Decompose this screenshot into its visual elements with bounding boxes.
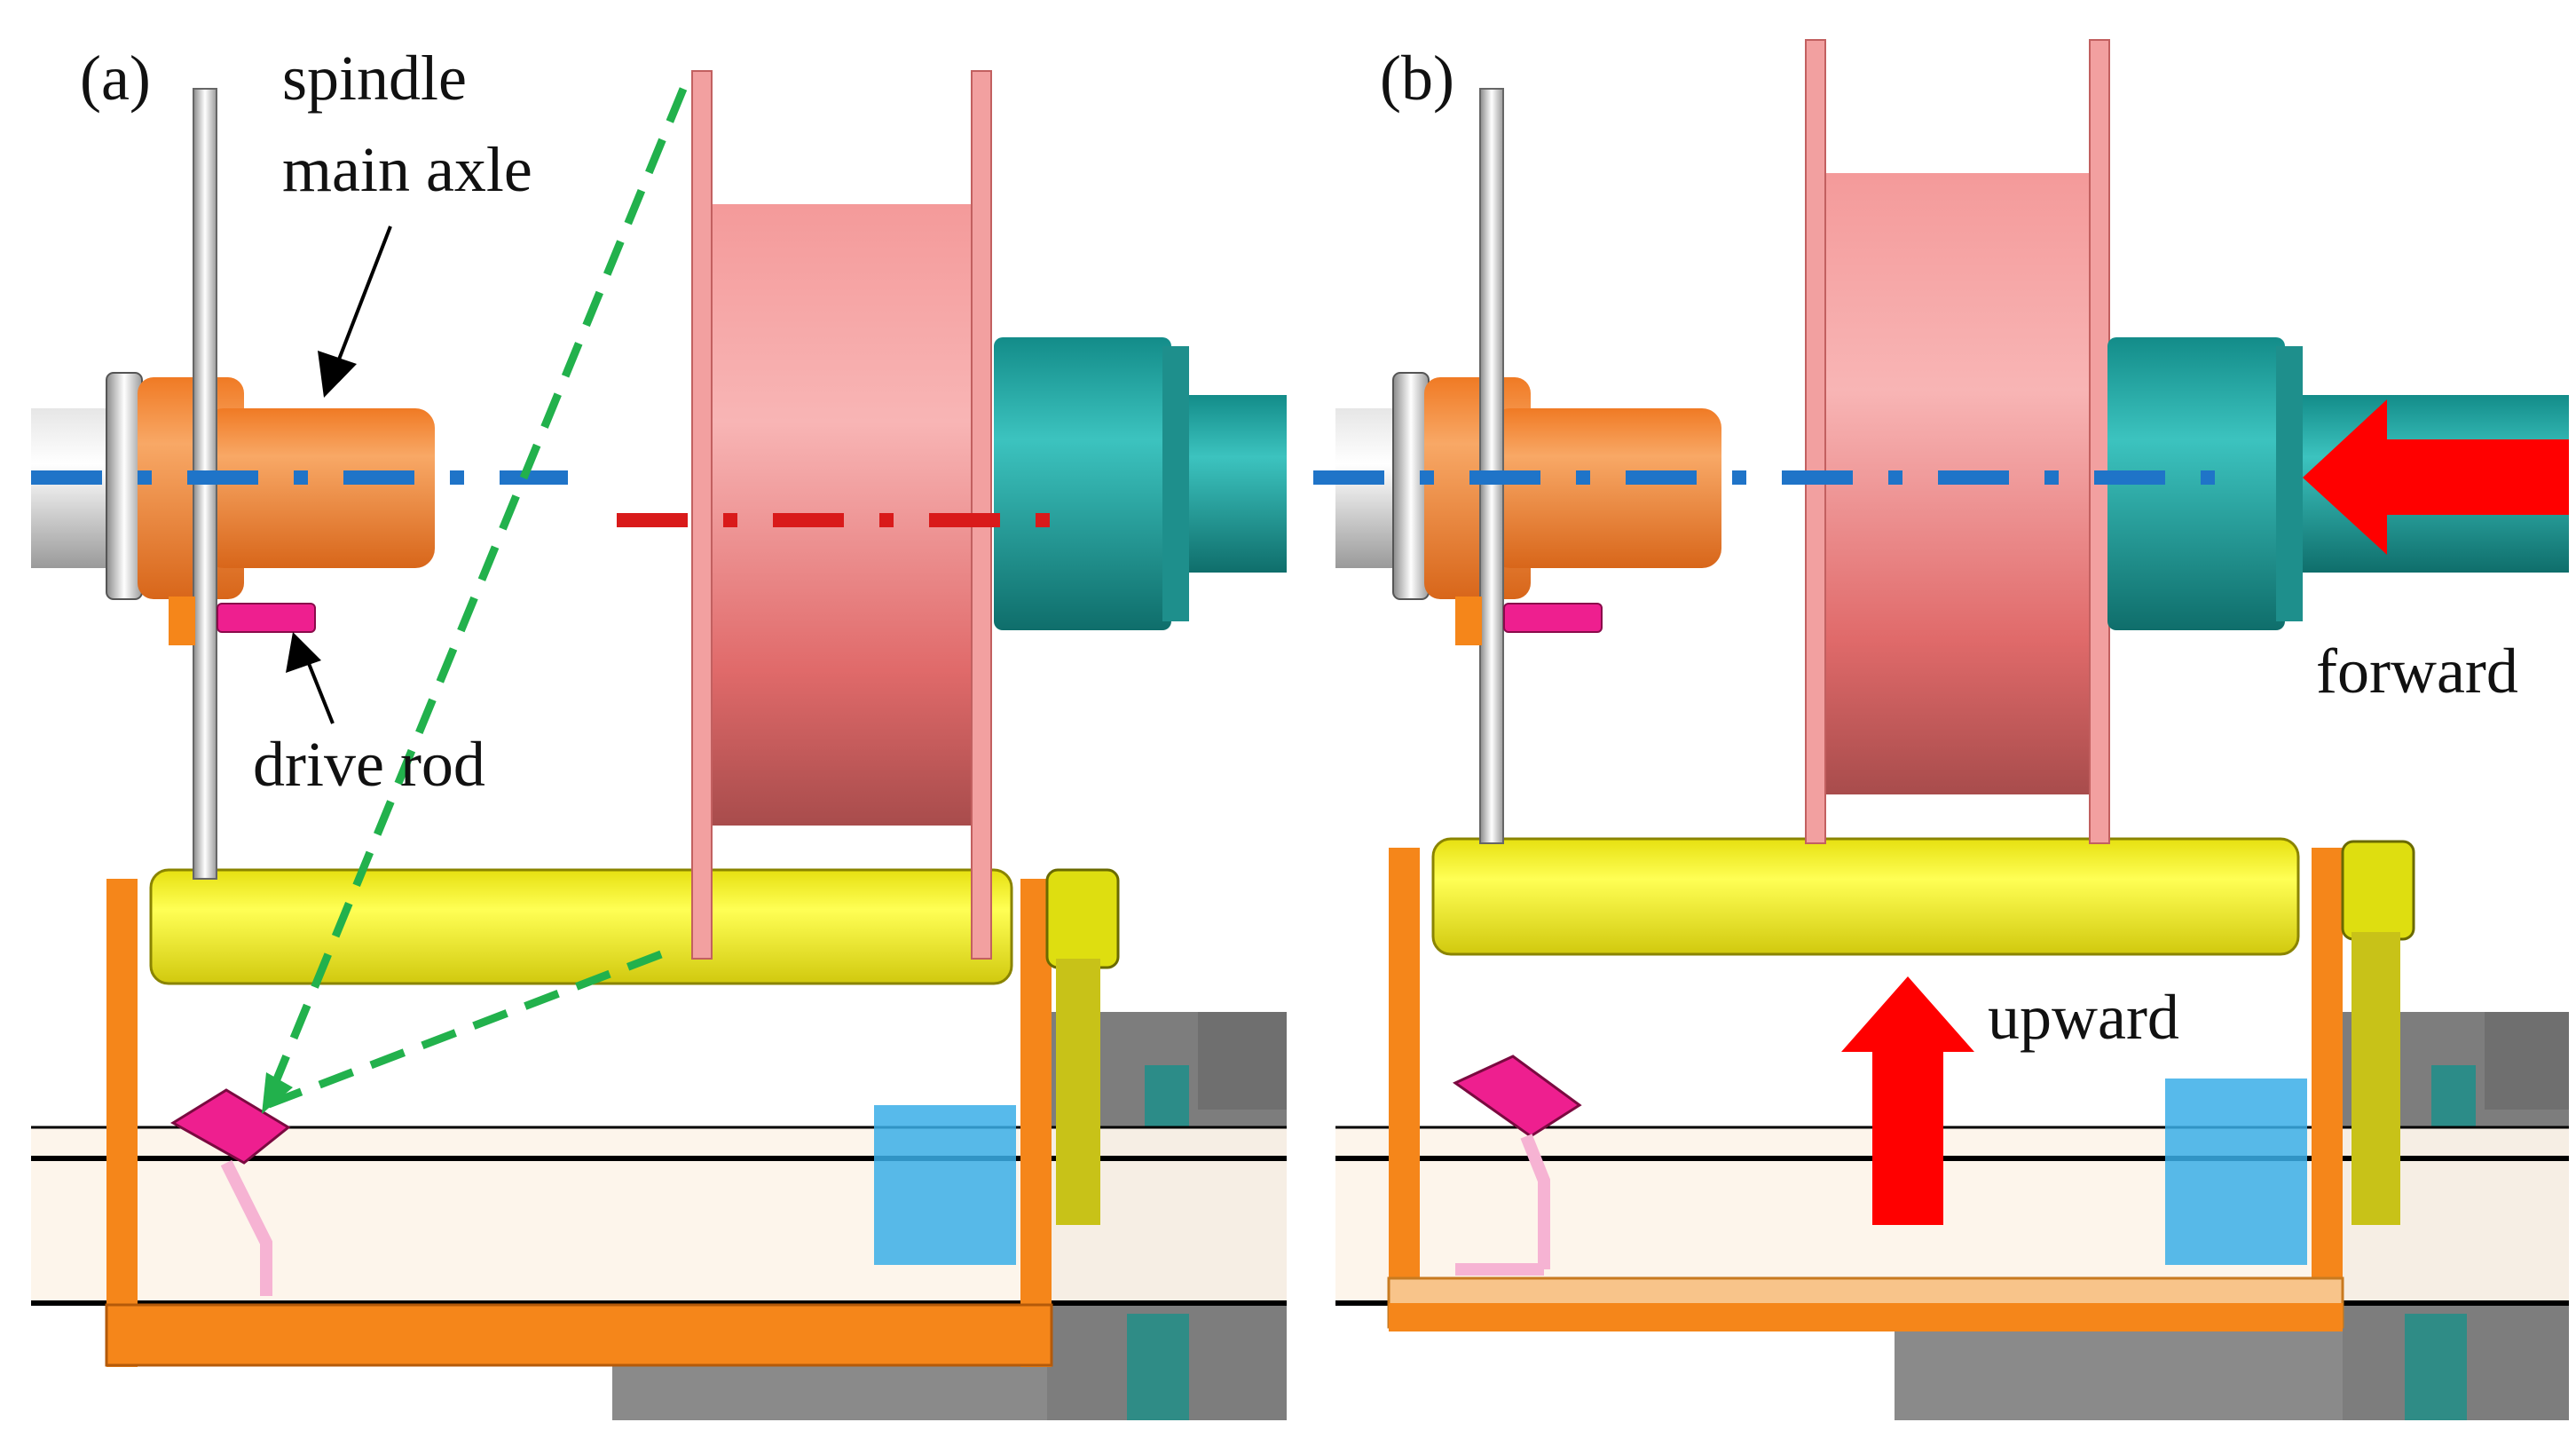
side-gear-box-b: [2485, 1012, 2569, 1110]
side-machine-panel-b: [2405, 1314, 2467, 1420]
motor-rear: [1189, 395, 1287, 573]
drive-rod-tab-b: [1455, 597, 1482, 645]
frame-bottom-beam: [105, 1303, 1053, 1367]
frame-right-post-b: [2312, 848, 2343, 1331]
roller: [149, 868, 1013, 985]
motor-cap: [1162, 346, 1189, 621]
spindle-pointer-head: [318, 351, 357, 398]
motor-cap-b: [2276, 346, 2303, 621]
label-main-axle: main axle: [282, 134, 532, 205]
roller-link-b: [2351, 932, 2400, 1225]
roller-wheel: [1045, 868, 1120, 969]
blue-block: [874, 1105, 1016, 1265]
guide-arrowhead: [262, 1072, 293, 1114]
drive-rod: [217, 603, 316, 633]
panel-label-b: (b): [1380, 43, 1454, 114]
spindle-flange-b: [1392, 372, 1430, 600]
spindle-pointer: [335, 225, 392, 365]
spindle-flange: [106, 372, 143, 600]
label-spindle: spindle: [282, 43, 467, 114]
side-gear: [1145, 1065, 1189, 1127]
panel-b: (b) forward upward: [1313, 39, 2569, 1420]
frame-left-post: [106, 879, 138, 1367]
spool-flange-right-b: [2089, 39, 2110, 844]
main-axle: [204, 408, 435, 568]
side-gear-box: [1198, 1012, 1287, 1110]
spindle-shaft: [31, 408, 120, 568]
label-upward: upward: [1988, 982, 2179, 1053]
panel-label-a: (a): [80, 43, 151, 114]
guide-line-1: [262, 87, 688, 1107]
roller-link: [1056, 959, 1100, 1225]
roller-b: [1431, 837, 2300, 956]
label-forward: forward: [2316, 636, 2518, 707]
forward-arrow: [2303, 399, 2569, 555]
panel-a: (a) spindle main axle drive rod: [31, 43, 1287, 1420]
side-machine-panel: [1127, 1314, 1189, 1420]
motor-b: [2107, 337, 2285, 630]
drive-rod-pointer: [304, 656, 335, 724]
side-gear-b: [2431, 1065, 2476, 1127]
frame-left-post-b: [1389, 848, 1420, 1331]
drive-rod-b: [1503, 603, 1603, 633]
upward-arrow: [1841, 976, 1974, 1225]
label-drive-rod: drive rod: [253, 729, 485, 800]
drive-rod-tab: [169, 597, 195, 645]
main-axle-b: [1491, 408, 1721, 568]
roller-wheel-b: [2341, 840, 2415, 941]
drive-rod-pointer-head: [286, 632, 321, 673]
motor: [994, 337, 1171, 630]
spool-flange-left-b: [1805, 39, 1826, 844]
spool-flange-left: [691, 70, 713, 960]
frame-floor-beam-b: [1389, 1303, 2343, 1331]
vertical-plate-b: [1479, 88, 1504, 844]
sensor-pink: [170, 1088, 291, 1296]
sensor-pink-b: [1453, 1055, 1582, 1276]
guide-line-2: [264, 950, 663, 1110]
blue-block-b: [2165, 1079, 2307, 1265]
